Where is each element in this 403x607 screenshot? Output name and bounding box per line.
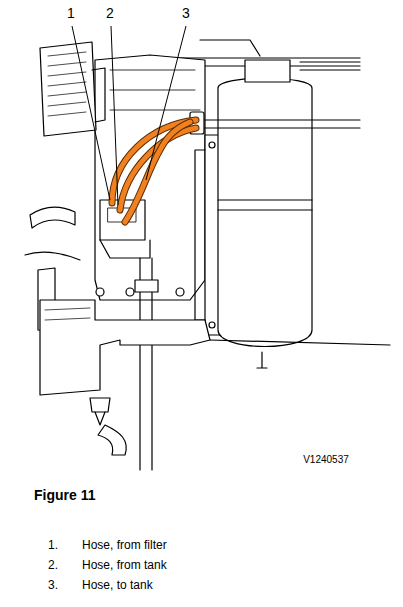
figure-caption: Figure 11	[34, 488, 95, 503]
legend-number: 3.	[48, 579, 58, 592]
legend-number: 2.	[48, 559, 58, 572]
legend-number: 1.	[48, 539, 58, 552]
drawing-id: V1240537	[303, 454, 349, 465]
callout-number: 3	[182, 6, 190, 21]
callout-number: 1	[67, 6, 75, 21]
callout-number: 2	[106, 6, 114, 21]
legend-text: Hose, from tank	[82, 559, 167, 572]
legend-text: Hose, to tank	[82, 579, 153, 592]
legend-text: Hose, from filter	[82, 539, 167, 552]
